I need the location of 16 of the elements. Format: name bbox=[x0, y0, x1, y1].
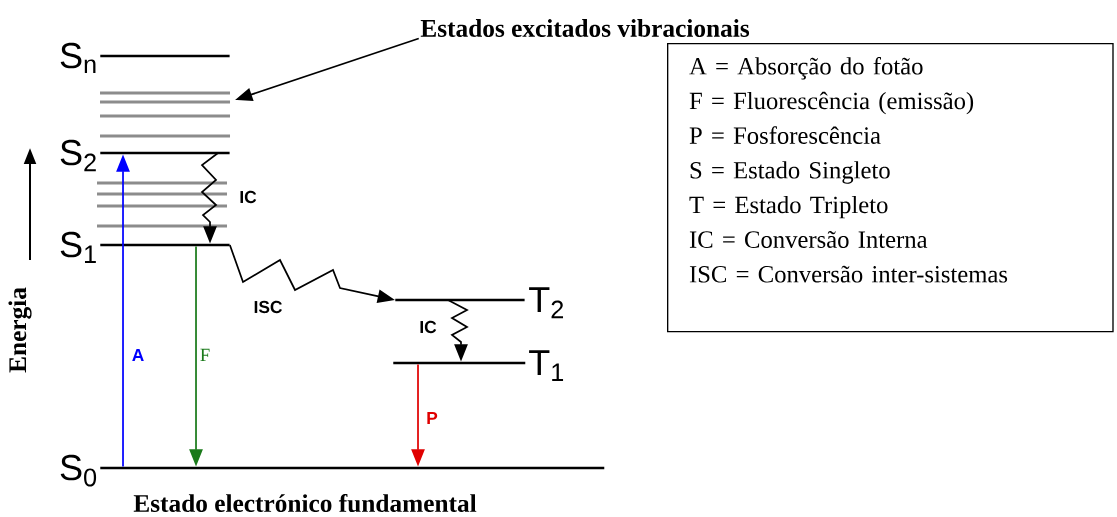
level-label: S$_{n}$ bbox=[60, 42, 96, 73]
edge-label: F bbox=[198, 347, 212, 363]
level-label: S$_{2}$ bbox=[60, 139, 96, 172]
edge-label: IC bbox=[238, 189, 258, 205]
edge-label: ISC bbox=[252, 299, 284, 315]
level-label: S$_{0}$ bbox=[60, 454, 97, 487]
state-caption: Estado electrónico fundamental bbox=[133, 493, 477, 513]
axis-label: Energia bbox=[8, 287, 32, 373]
level-label: S$_{1}$ bbox=[60, 231, 96, 263]
level-label: T$_{2}$ bbox=[529, 287, 563, 319]
heading-text: Estados excitados vibracionais bbox=[420, 19, 750, 37]
legend-box: A = Absorção do fotão F = Fluorescência (emissão) P = Fosforescência S = Estado Singleto T = Estado Tripleto IC = Conversão Interna ISC = Conversão inter-sistemas bbox=[667, 43, 1114, 333]
edge-label: P bbox=[424, 410, 440, 426]
edge-label: A bbox=[130, 347, 146, 363]
edge-label: IC bbox=[418, 319, 438, 335]
level-label: T$_{1}$ bbox=[529, 350, 564, 381]
